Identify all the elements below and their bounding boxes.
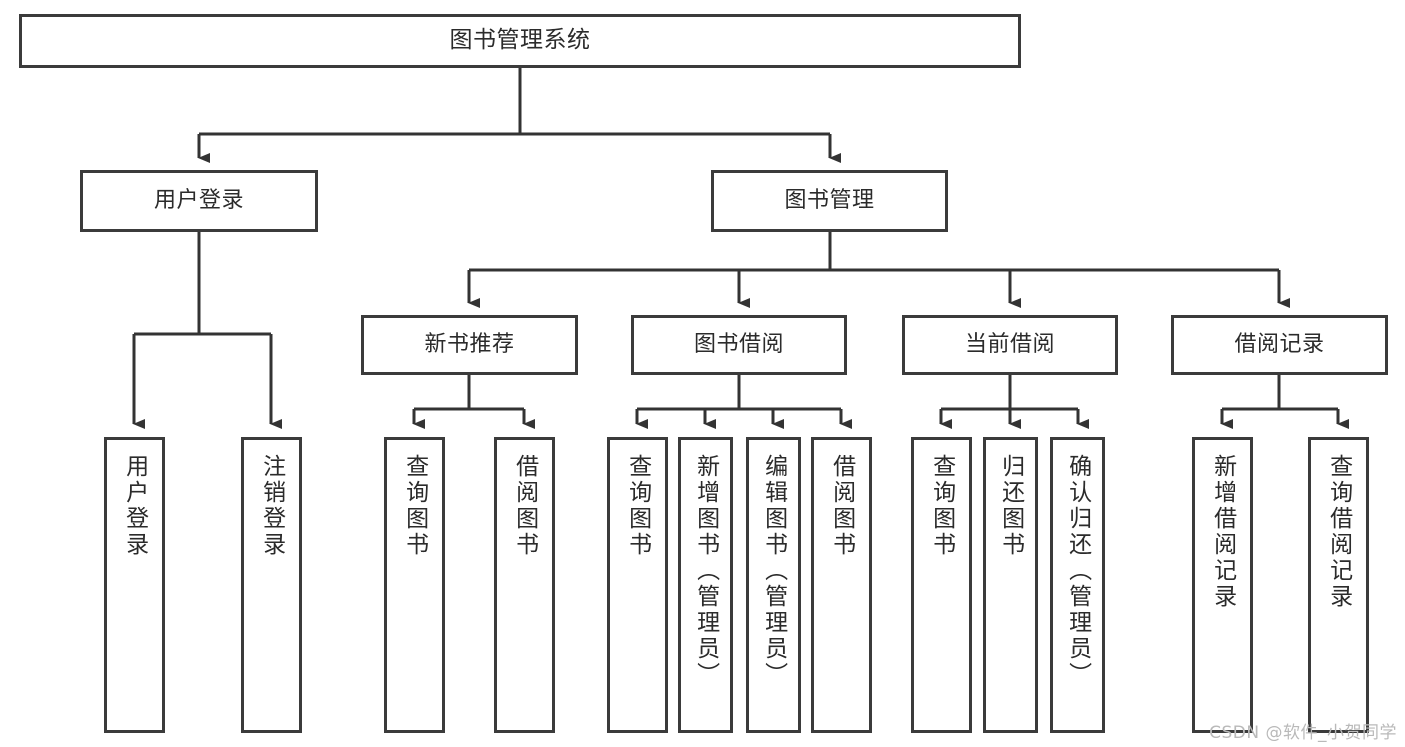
leaf-borrow-query-book[interactable]: 查询图书 bbox=[607, 437, 668, 733]
node-borrow-record[interactable]: 借阅记录 bbox=[1171, 315, 1388, 375]
node-label: 新增图书（管理员） bbox=[692, 454, 719, 688]
node-label: 新增借阅记录 bbox=[1209, 454, 1236, 610]
node-label: 新书推荐 bbox=[424, 332, 515, 358]
node-book-management[interactable]: 图书管理 bbox=[711, 170, 948, 232]
node-label: 图书借阅 bbox=[693, 332, 784, 358]
node-root-system[interactable]: 图书管理系统 bbox=[19, 14, 1021, 68]
node-label: 用户登录 bbox=[153, 188, 244, 214]
node-label: 借阅图书 bbox=[828, 454, 855, 558]
node-label: 确认归还（管理员） bbox=[1064, 454, 1091, 688]
leaf-current-return-book[interactable]: 归还图书 bbox=[983, 437, 1038, 733]
node-label: 图书管理 bbox=[784, 188, 875, 214]
node-new-book-recommend[interactable]: 新书推荐 bbox=[361, 315, 578, 375]
node-label: 查询图书 bbox=[928, 454, 955, 558]
node-label: 借阅图书 bbox=[511, 454, 538, 558]
leaf-user-login[interactable]: 用户登录 bbox=[104, 437, 165, 733]
node-label: 编辑图书（管理员） bbox=[760, 454, 787, 688]
node-label: 图书管理系统 bbox=[449, 27, 591, 54]
node-label: 借阅记录 bbox=[1234, 332, 1325, 358]
node-label: 注销登录 bbox=[258, 454, 285, 558]
node-label: 归还图书 bbox=[997, 454, 1024, 558]
node-user-login[interactable]: 用户登录 bbox=[80, 170, 318, 232]
node-label: 查询图书 bbox=[624, 454, 651, 558]
node-book-borrow[interactable]: 图书借阅 bbox=[631, 315, 847, 375]
leaf-current-query-book[interactable]: 查询图书 bbox=[911, 437, 972, 733]
leaf-recommend-borrow-book[interactable]: 借阅图书 bbox=[494, 437, 555, 733]
node-label: 当前借阅 bbox=[964, 332, 1055, 358]
leaf-record-query[interactable]: 查询借阅记录 bbox=[1308, 437, 1369, 733]
node-label: 查询图书 bbox=[401, 454, 428, 558]
leaf-borrow-add-book[interactable]: 新增图书（管理员） bbox=[678, 437, 733, 733]
node-current-borrow[interactable]: 当前借阅 bbox=[902, 315, 1118, 375]
leaf-record-add[interactable]: 新增借阅记录 bbox=[1192, 437, 1253, 733]
leaf-recommend-query-book[interactable]: 查询图书 bbox=[384, 437, 445, 733]
watermark: CSDN @软件_小贺同学 bbox=[1209, 723, 1397, 743]
leaf-borrow-borrow-book[interactable]: 借阅图书 bbox=[811, 437, 872, 733]
leaf-logout[interactable]: 注销登录 bbox=[241, 437, 302, 733]
node-label: 查询借阅记录 bbox=[1325, 454, 1352, 610]
leaf-borrow-edit-book[interactable]: 编辑图书（管理员） bbox=[746, 437, 801, 733]
leaf-current-confirm-return[interactable]: 确认归还（管理员） bbox=[1050, 437, 1105, 733]
node-label: 用户登录 bbox=[121, 454, 148, 558]
